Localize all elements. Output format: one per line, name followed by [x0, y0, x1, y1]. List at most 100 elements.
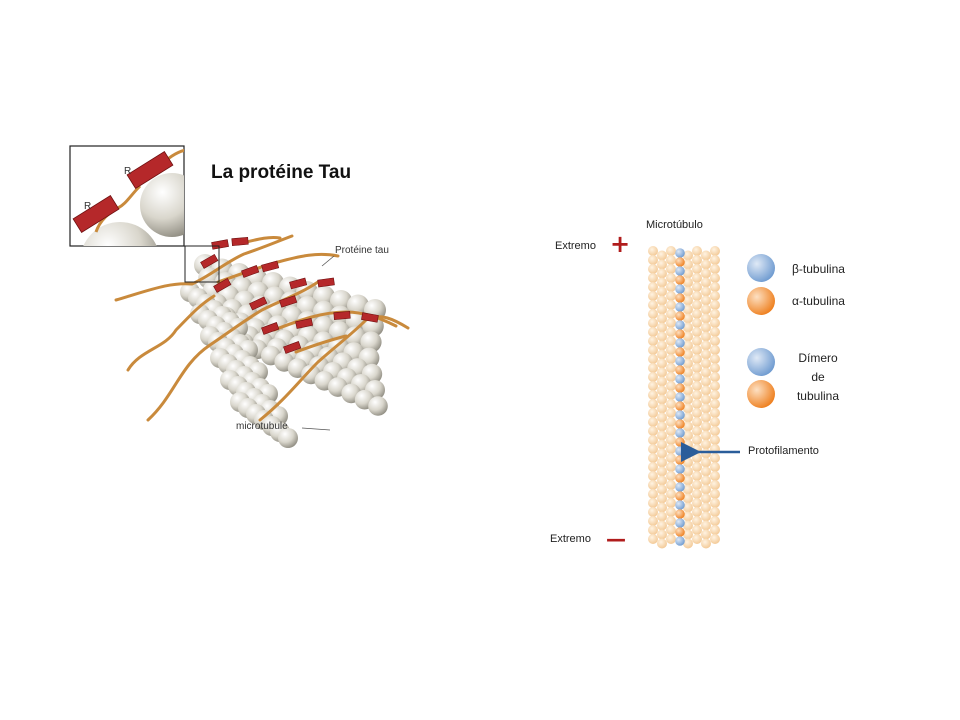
tubulin-light	[657, 466, 667, 477]
protofilament-subunit	[675, 248, 685, 258]
tubulin-light	[683, 421, 693, 432]
tubulin-light	[683, 250, 693, 261]
protofilament-subunit	[675, 401, 685, 411]
tubulin-light	[657, 367, 667, 378]
tubulin-light	[710, 399, 720, 409]
tubulin-light	[683, 430, 693, 441]
tubulin-light	[710, 255, 720, 265]
tubulin-light	[710, 489, 720, 499]
tubulin-light	[657, 331, 667, 342]
tubulin-light	[701, 277, 711, 288]
tubulin-light	[666, 426, 676, 436]
inset-label-r-bottom: R	[84, 201, 92, 212]
legend-dimer-line3: tubulina	[796, 389, 840, 403]
tubulin-light	[710, 516, 720, 526]
tubulin-light	[692, 327, 702, 337]
tubulin-light	[692, 489, 702, 499]
tubulin-light	[683, 412, 693, 423]
dimer-beta-sphere	[747, 348, 775, 376]
tubulin-light	[657, 520, 667, 531]
tubulin-light	[666, 390, 676, 400]
tubulin-light	[648, 291, 658, 301]
tubulin-light	[701, 286, 711, 297]
tubulin-light	[648, 273, 658, 283]
tubulin-pearl	[368, 396, 388, 416]
tubulin-light	[683, 520, 693, 531]
tubulin-light	[683, 502, 693, 513]
tubulin-light	[657, 322, 667, 333]
tubulin-light	[648, 498, 658, 508]
tubulin-light	[648, 507, 658, 517]
tubulin-light	[710, 264, 720, 274]
tubulin-light	[683, 394, 693, 405]
protofilament-subunit	[675, 383, 685, 393]
tubulin-light	[701, 412, 711, 423]
tubulin-light	[683, 385, 693, 396]
tubulin-light	[666, 345, 676, 355]
tubulin-light	[692, 300, 702, 310]
tubulin-light	[710, 507, 720, 517]
microtubule-bundle	[180, 254, 388, 448]
tubulin-light	[648, 336, 658, 346]
tubulin-light	[683, 331, 693, 342]
tubulin-light	[666, 525, 676, 535]
tubulin-light	[657, 412, 667, 423]
tubulin-light	[648, 417, 658, 427]
tubulin-light	[666, 354, 676, 364]
tubulin-light	[648, 381, 658, 391]
protofilament-subunit	[675, 509, 685, 519]
tubulin-light	[710, 300, 720, 310]
label-extremo-minus: Extremo	[550, 533, 591, 545]
tubulin-light	[666, 498, 676, 508]
protofilament-subunit	[675, 257, 685, 267]
tubulin-light	[666, 471, 676, 481]
label-microtubulo: Microtúbulo	[646, 219, 703, 231]
tubulin-light	[666, 435, 676, 445]
tubulin-light	[683, 295, 693, 306]
protofilament-subunit	[675, 500, 685, 510]
tubulin-light	[683, 277, 693, 288]
tubulin-light	[692, 372, 702, 382]
tubulin-light	[692, 246, 702, 256]
tubulin-light	[692, 345, 702, 355]
tubulin-light	[657, 286, 667, 297]
label-tau-protein: Protéine tau	[335, 245, 389, 256]
tubulin-light	[666, 255, 676, 265]
tubulin-light	[692, 399, 702, 409]
tubulin-light	[692, 408, 702, 418]
tubulin-light	[657, 340, 667, 351]
tubulin-light	[648, 534, 658, 544]
protofilament-subunit	[675, 338, 685, 348]
tubulin-light	[701, 403, 711, 414]
tubulin-light	[701, 340, 711, 351]
tubulin-light	[657, 250, 667, 261]
tubulin-light	[701, 385, 711, 396]
tubulin-light	[692, 282, 702, 292]
tubulin-light	[710, 273, 720, 283]
tubulin-light	[701, 511, 711, 522]
tubulin-light	[692, 534, 702, 544]
tubulin-light	[657, 394, 667, 405]
tubulin-light	[657, 457, 667, 468]
protofilament-subunit	[675, 302, 685, 312]
alpha-tubulin-sphere	[747, 287, 775, 315]
tubulin-light	[648, 282, 658, 292]
tubulin-light	[657, 358, 667, 369]
tubulin-light	[648, 426, 658, 436]
tubulin-light	[701, 484, 711, 495]
tubulin-light	[701, 439, 711, 450]
tubulin-light	[648, 345, 658, 355]
tubulin-light	[657, 538, 667, 549]
tubulin-light	[657, 277, 667, 288]
tubulin-light	[648, 327, 658, 337]
protofilament-subunit	[675, 437, 685, 447]
tubulin-light	[666, 336, 676, 346]
protofilament-subunit	[675, 482, 685, 492]
tubulin-light	[701, 394, 711, 405]
tubulin-light	[710, 534, 720, 544]
tubulin-light	[666, 480, 676, 490]
tubulin-light	[692, 354, 702, 364]
protofilament-subunit	[675, 392, 685, 402]
tubulin-light	[701, 376, 711, 387]
protofilament-subunit	[675, 266, 685, 276]
